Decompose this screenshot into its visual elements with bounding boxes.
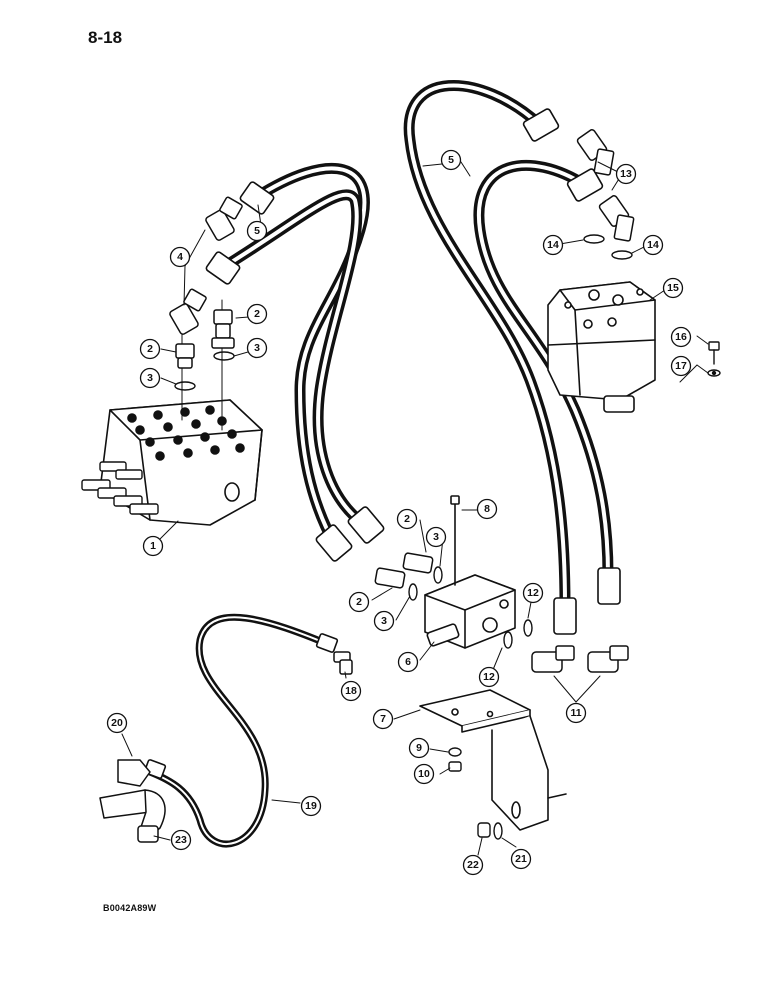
elbow-fitting-20-23 xyxy=(99,759,166,843)
callout-3: 3 xyxy=(433,531,439,543)
callout-2: 2 xyxy=(254,308,260,320)
callout-6: 6 xyxy=(405,656,411,668)
callout-2: 2 xyxy=(356,596,362,608)
callout-2: 2 xyxy=(404,513,410,525)
callout-16: 16 xyxy=(675,331,687,343)
hose-left-pair-outer xyxy=(249,162,370,551)
callout-17: 17 xyxy=(675,360,687,372)
straight-adapter-2b xyxy=(175,343,195,369)
mounting-bracket xyxy=(419,689,567,831)
control-valve xyxy=(81,299,263,526)
callout-3: 3 xyxy=(254,342,260,354)
elbow-fitting-18 xyxy=(333,651,353,675)
callout-10: 10 xyxy=(418,768,430,780)
pump-o-rings xyxy=(583,234,633,260)
block-adapters-2 xyxy=(374,552,434,589)
callout-15: 15 xyxy=(667,282,679,294)
hydraulic-pump xyxy=(547,281,656,413)
callout-5: 5 xyxy=(254,225,260,237)
callout-8: 8 xyxy=(484,503,490,515)
block-elbows-11 xyxy=(531,645,629,673)
elbow-fitting-4b xyxy=(169,288,207,335)
callout-13: 13 xyxy=(620,168,632,180)
callout-19: 19 xyxy=(305,800,317,812)
callout-9: 9 xyxy=(416,742,422,754)
tee-block xyxy=(424,495,516,649)
callout-5: 5 xyxy=(448,154,454,166)
callout-20: 20 xyxy=(111,717,123,729)
elbow-fitting-4a xyxy=(205,196,243,241)
pump-bolt-washer xyxy=(707,341,721,377)
block-o-rings xyxy=(408,566,533,649)
callout-12: 12 xyxy=(527,587,539,599)
callout-23: 23 xyxy=(175,834,187,846)
figure-code: B0042A89W xyxy=(103,903,157,913)
callout-12: 12 xyxy=(483,671,495,683)
callout-22: 22 xyxy=(467,859,479,871)
pump-elbow-fittings xyxy=(576,129,635,242)
callout-1: 1 xyxy=(150,540,156,552)
callout-3: 3 xyxy=(381,615,387,627)
callout-4: 4 xyxy=(177,251,183,263)
callout-21: 21 xyxy=(515,853,527,865)
hose-ferrules xyxy=(143,108,621,779)
straight-adapter-2a xyxy=(211,309,235,349)
callout-14: 14 xyxy=(647,239,659,251)
hose-left-pair-inner xyxy=(216,189,371,531)
callout-circles xyxy=(106,149,692,876)
callout-7: 7 xyxy=(380,713,386,725)
bracket-washer-nut xyxy=(448,747,503,840)
hose-right-short xyxy=(473,160,614,581)
callout-11: 11 xyxy=(570,707,581,719)
callout-18: 18 xyxy=(345,685,357,697)
hose-right-long xyxy=(403,80,571,611)
page-number: 8-18 xyxy=(88,28,123,47)
callout-2: 2 xyxy=(147,343,153,355)
callout-3: 3 xyxy=(147,372,153,384)
hose-19 xyxy=(146,613,334,848)
callout-14: 14 xyxy=(547,239,559,251)
